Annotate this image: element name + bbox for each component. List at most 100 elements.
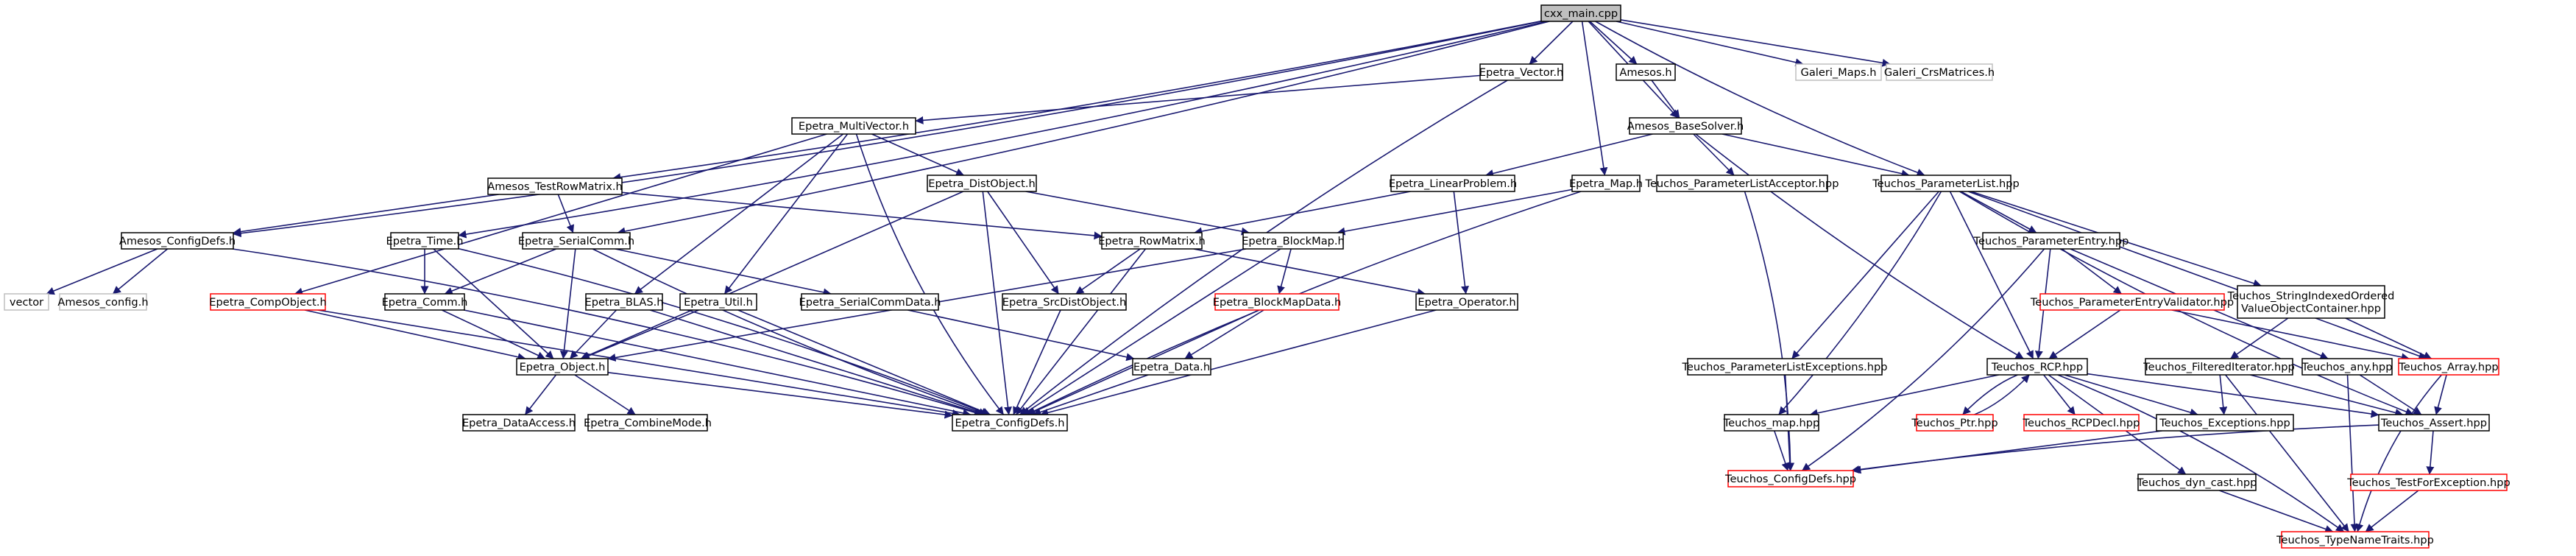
edge-teuchos_rcp-to-teuchos_exceptions (2064, 374, 2198, 417)
node-amesos-basesolver[interactable]: Amesos_BaseSolver.h (1627, 117, 1744, 135)
edge-cxx_main-to-amesos (1589, 21, 1638, 65)
node-teuchos-paramlist[interactable]: Teuchos_ParameterList.hpp (1872, 175, 2020, 192)
node-teuchos-filtered[interactable]: Teuchos_FilteredIterator.hpp (2142, 358, 2295, 376)
node-epetra-configdefs[interactable]: Epetra_ConfigDefs.h (952, 414, 1068, 432)
node-box (585, 293, 663, 311)
node-box (927, 175, 1037, 192)
edge-amesos_basesolver-to-teuchos_rcp (1695, 133, 2024, 359)
node-teuchos-assert[interactable]: Teuchos_Assert.hpp (2378, 414, 2490, 432)
node-teuchos-placcept[interactable]: Teuchos_ParameterListAcceptor.hpp (1645, 175, 1839, 192)
node-box (2378, 414, 2490, 432)
node-epetra-object[interactable]: Epetra_Object.h (516, 358, 609, 376)
edge-epetra_serialcomm-to-epetra_configdefs (592, 248, 987, 416)
node-box (1727, 470, 1854, 488)
node-teuchos-testforexc[interactable]: Teuchos_TestForException.hpp (2346, 474, 2510, 491)
node-teuchos-ptr[interactable]: Teuchos_Ptr.hpp (1911, 414, 1998, 432)
edge-epetra_serialcomm-to-epetra_object (559, 248, 576, 359)
node-epetra-blockmap[interactable]: Epetra_BlockMap.h (1242, 232, 1345, 250)
node-epetra-combinemode[interactable]: Epetra_CombineMode.h (584, 414, 712, 432)
edge-epetra_rowmatrix-to-epetra_configdefs (1015, 248, 1147, 415)
node-label: Epetra_CombineMode.h (584, 417, 712, 429)
edge-epetra_serialcomm-to-epetra_comm (444, 248, 556, 295)
edge-amesos_configdefs-to-epetra_configdefs (232, 248, 983, 417)
edge-teuchos_array-to-teuchos_typenametraits (2355, 374, 2443, 532)
edge-epetra_util-to-epetra_object (581, 309, 699, 360)
edge-epetra_map-to-epetra_blockmap (1337, 189, 1573, 236)
node-label: Teuchos_TestForException.hpp (2346, 476, 2510, 489)
node-epetra-rowmatrix[interactable]: Epetra_RowMatrix.h (1098, 232, 1206, 250)
node-teuchos-typenametraits[interactable]: Teuchos_TypeNameTraits.hpp (2276, 531, 2434, 549)
node-epetra-vector[interactable]: Epetra_Vector.h (1479, 63, 1563, 81)
node-epetra-blas[interactable]: Epetra_BLAS.h (584, 293, 664, 311)
node-amesos[interactable]: Amesos.h (1616, 63, 1676, 81)
node-amesos-testrowmatrix[interactable]: Amesos_TestRowMatrix.h (487, 177, 623, 195)
node-galeri-crs[interactable]: Galeri_CrsMatrices.h (1884, 63, 1995, 81)
node-teuchos-configdefs[interactable]: Teuchos_ConfigDefs.hpp (1724, 470, 1856, 488)
node-epetra-serialcomm[interactable]: Epetra_SerialComm.h (518, 232, 634, 250)
node-epetra-data[interactable]: Epetra_Data.h (1132, 358, 1211, 376)
node-epetra-serialcommdata[interactable]: Epetra_SerialCommData.h (799, 293, 941, 311)
edge-cxx_main-to-galeri_maps (1616, 21, 1804, 67)
node-teuchos-map[interactable]: Teuchos_map.hpp (1723, 414, 1820, 432)
node-epetra-srcdistobject[interactable]: Epetra_SrcDistObject.h (1002, 293, 1127, 311)
node-teuchos-exceptions[interactable]: Teuchos_Exceptions.hpp (2156, 414, 2294, 432)
edge-epetra_compobject-to-epetra_object (304, 309, 526, 362)
node-epetra-util[interactable]: Epetra_Util.h (679, 293, 757, 311)
node-epetra-linearproblem[interactable]: Epetra_LinearProblem.h (1389, 175, 1517, 192)
node-epetra-map[interactable]: Epetra_Map.h (1569, 175, 1643, 192)
node-label: Teuchos_StringIndexedOrdered (2227, 290, 2395, 303)
node-amesos-config[interactable]: Amesos_config.h (57, 293, 149, 311)
edge-epetra_multivector-to-epetra_distobject (871, 133, 965, 176)
node-teuchos-array[interactable]: Teuchos_Array.hpp (2398, 358, 2499, 376)
node-epetra-blockmapdata[interactable]: Epetra_BlockMapData.h (1213, 293, 1341, 311)
edge-teuchos_testforexc-to-teuchos_typenametraits (2365, 490, 2419, 532)
edge-teuchos_paramlist-to-teuchos_sivoc (1970, 191, 2262, 288)
node-galeri-maps[interactable]: Galeri_Maps.h (1795, 63, 1882, 81)
node-teuchos-rcpdecl[interactable]: Teuchos_RCPDecl.hpp (2023, 414, 2140, 432)
edge-epetra_distobject-to-epetra_srcdistobject (987, 191, 1059, 295)
node-teuchos-any[interactable]: Teuchos_any.hpp (2301, 358, 2393, 376)
edge-teuchos_paramlist-to-teuchos_paramentry (1960, 191, 2037, 233)
node-box (516, 358, 609, 376)
node-label: Epetra_BLAS.h (584, 296, 663, 309)
edge-teuchos_any-to-teuchos_typenametraits (2346, 374, 2359, 532)
edge-teuchos_paramlist-to-teuchos_plexceptions (1791, 191, 1939, 359)
node-epetra-comm[interactable]: Epetra_Comm.h (382, 293, 468, 311)
node-label: Teuchos_map.hpp (1723, 417, 1820, 429)
node-label: Teuchos_Array.hpp (2398, 361, 2498, 373)
edge-teuchos_dyncast-to-teuchos_typenametraits (2219, 490, 2334, 533)
node-amesos-configdefs[interactable]: Amesos_ConfigDefs.h (119, 232, 236, 250)
edge-amesos_basesolver-to-teuchos_placcept (1693, 133, 1735, 176)
edge-amesos_basesolver-to-teuchos_paramlist (1722, 133, 1910, 178)
node-box (587, 414, 708, 432)
node-teuchos-dyncast[interactable]: Teuchos_dyn_cast.hpp (2137, 474, 2257, 491)
node-epetra-compobject[interactable]: Epetra_CompObject.h (209, 293, 327, 311)
node-box (1986, 358, 2088, 376)
node-vector[interactable]: vector (4, 293, 49, 311)
edge-amesos_testrowmatrix-to-amesos_configdefs (233, 194, 499, 236)
node-box (390, 232, 459, 250)
node-cxx-main[interactable]: cxx_main.cpp (1540, 4, 1621, 22)
node-box (2039, 293, 2225, 311)
node-teuchos-sivoc[interactable]: Teuchos_StringIndexedOrderedValueObjectC… (2227, 285, 2395, 319)
node-label: Epetra_MultiVector.h (799, 120, 909, 133)
node-epetra-multivector[interactable]: Epetra_MultiVector.h (791, 117, 916, 135)
node-teuchos-paramentry[interactable]: Teuchos_ParameterEntry.hpp (1973, 232, 2129, 250)
node-label: Epetra_BlockMapData.h (1213, 296, 1341, 309)
node-epetra-distobject[interactable]: Epetra_DistObject.h (927, 175, 1037, 192)
node-teuchos-pevalidator[interactable]: Teuchos_ParameterEntryValidator.hpp (2030, 293, 2234, 311)
edge-teuchos_paramentry-to-teuchos_pevalidator (2062, 248, 2122, 295)
node-teuchos-plexceptions[interactable]: Teuchos_ParameterListExceptions.hpp (1681, 358, 1888, 376)
edges-layer (46, 19, 2447, 533)
node-label: Epetra_Comm.h (382, 296, 468, 309)
edge-teuchos_paramentry-to-teuchos_configdefs (1802, 248, 2045, 471)
node-epetra-dataaccess[interactable]: Epetra_DataAccess.h (462, 414, 576, 432)
node-epetra-operator[interactable]: Epetra_Operator.h (1415, 293, 1518, 311)
node-label: Teuchos_Exceptions.hpp (2159, 417, 2290, 429)
node-epetra-time[interactable]: Epetra_Time.h (386, 232, 464, 250)
node-box (2156, 414, 2294, 432)
node-label: Epetra_ConfigDefs.h (955, 417, 1064, 429)
node-teuchos-rcp[interactable]: Teuchos_RCP.hpp (1986, 358, 2088, 376)
